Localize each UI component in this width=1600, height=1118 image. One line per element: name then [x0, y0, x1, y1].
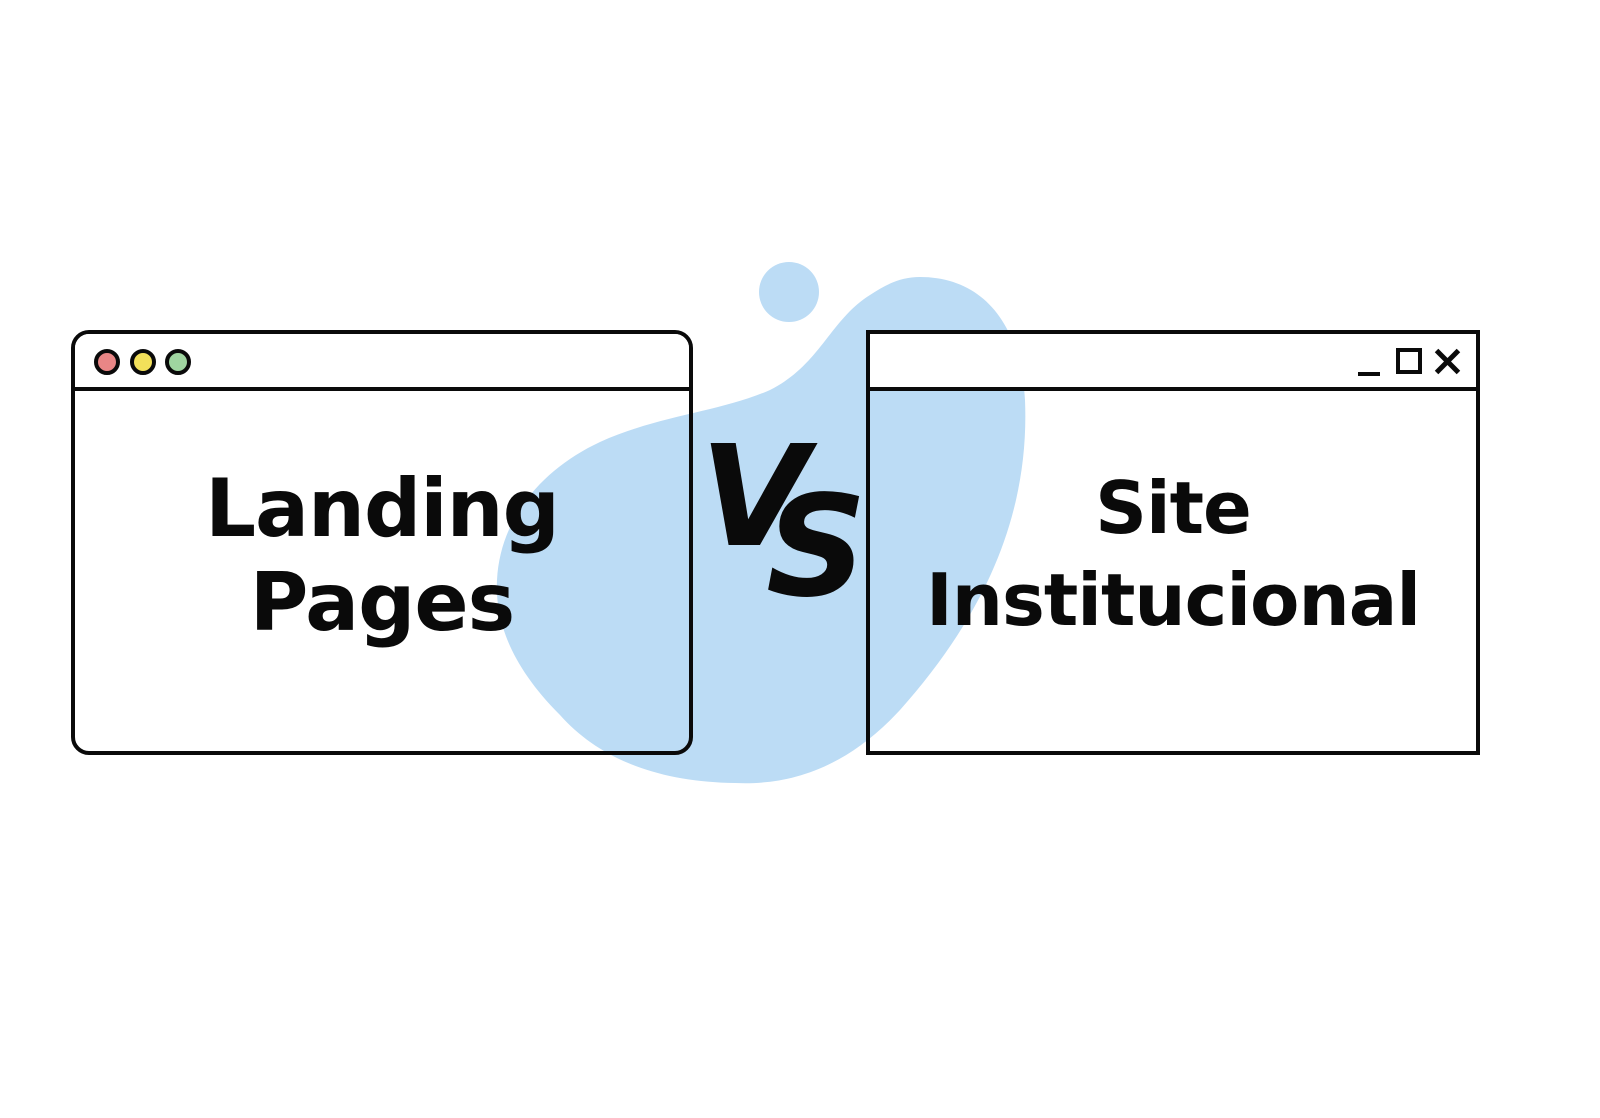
windows-titlebar [870, 334, 1476, 391]
close-icon[interactable] [1433, 347, 1461, 375]
site-institucional-window: Site Institucional [866, 330, 1480, 755]
site-institucional-label: Site Institucional [870, 462, 1476, 646]
small-blue-circle [759, 262, 819, 322]
label-line-1: Site [1095, 466, 1252, 550]
label-line-1: Landing [205, 462, 560, 555]
versus-s: S [766, 466, 867, 629]
maximize-dot-green-icon[interactable] [165, 349, 191, 375]
blue-blob-shape [496, 277, 1026, 784]
maximize-icon[interactable] [1396, 348, 1422, 374]
landing-pages-label: Landing Pages [75, 462, 689, 650]
close-dot-red-icon[interactable] [94, 349, 120, 375]
versus-v: V [700, 416, 809, 579]
minimize-dot-yellow-icon[interactable] [130, 349, 156, 375]
landing-pages-window: Landing Pages [71, 330, 693, 755]
label-line-2: Institucional [925, 558, 1421, 642]
label-line-2: Pages [249, 556, 516, 649]
mac-titlebar [75, 334, 689, 391]
minimize-icon[interactable] [1358, 372, 1380, 376]
